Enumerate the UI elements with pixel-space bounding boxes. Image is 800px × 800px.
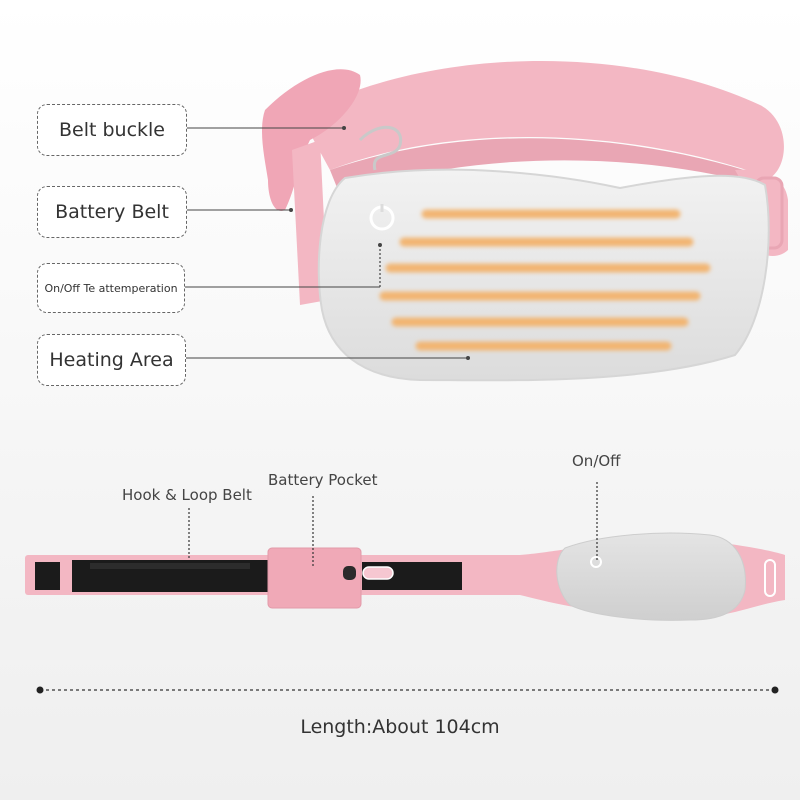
flat-heating-pad — [556, 532, 746, 621]
cable — [358, 125, 403, 171]
connector — [343, 566, 356, 580]
label-hook-loop-belt: Hook & Loop Belt — [122, 486, 252, 504]
callout-heating-area-text: Heating Area — [49, 349, 174, 371]
heating-stripes — [379, 209, 711, 351]
label-battery-pocket: Battery Pocket — [268, 471, 378, 489]
belt-end-slot — [764, 559, 776, 597]
power-button-icon — [369, 204, 395, 231]
flat-power-button-icon — [590, 556, 602, 568]
belt-buckle-shape — [261, 69, 361, 211]
hook-loop-strip — [35, 562, 60, 590]
callout-heating-area: Heating Area — [37, 334, 186, 386]
battery-pocket — [267, 547, 362, 609]
heating-pad — [317, 168, 770, 382]
belt-strap-top — [300, 60, 784, 178]
belt-strap-top-inner — [330, 138, 770, 195]
callout-on-off-temperature: On/Off Te attemperation — [37, 263, 185, 313]
callout-belt-buckle-text: Belt buckle — [58, 119, 165, 141]
callout-battery-belt-text: Battery Belt — [55, 201, 169, 223]
callout-battery-belt: Battery Belt — [37, 186, 187, 238]
label-on-off: On/Off — [572, 452, 621, 470]
callout-on-off-temperature-text: On/Off Te attemperation — [44, 281, 178, 295]
length-caption: Length:About 104cm — [300, 716, 500, 738]
callout-belt-buckle: Belt buckle — [37, 104, 187, 156]
